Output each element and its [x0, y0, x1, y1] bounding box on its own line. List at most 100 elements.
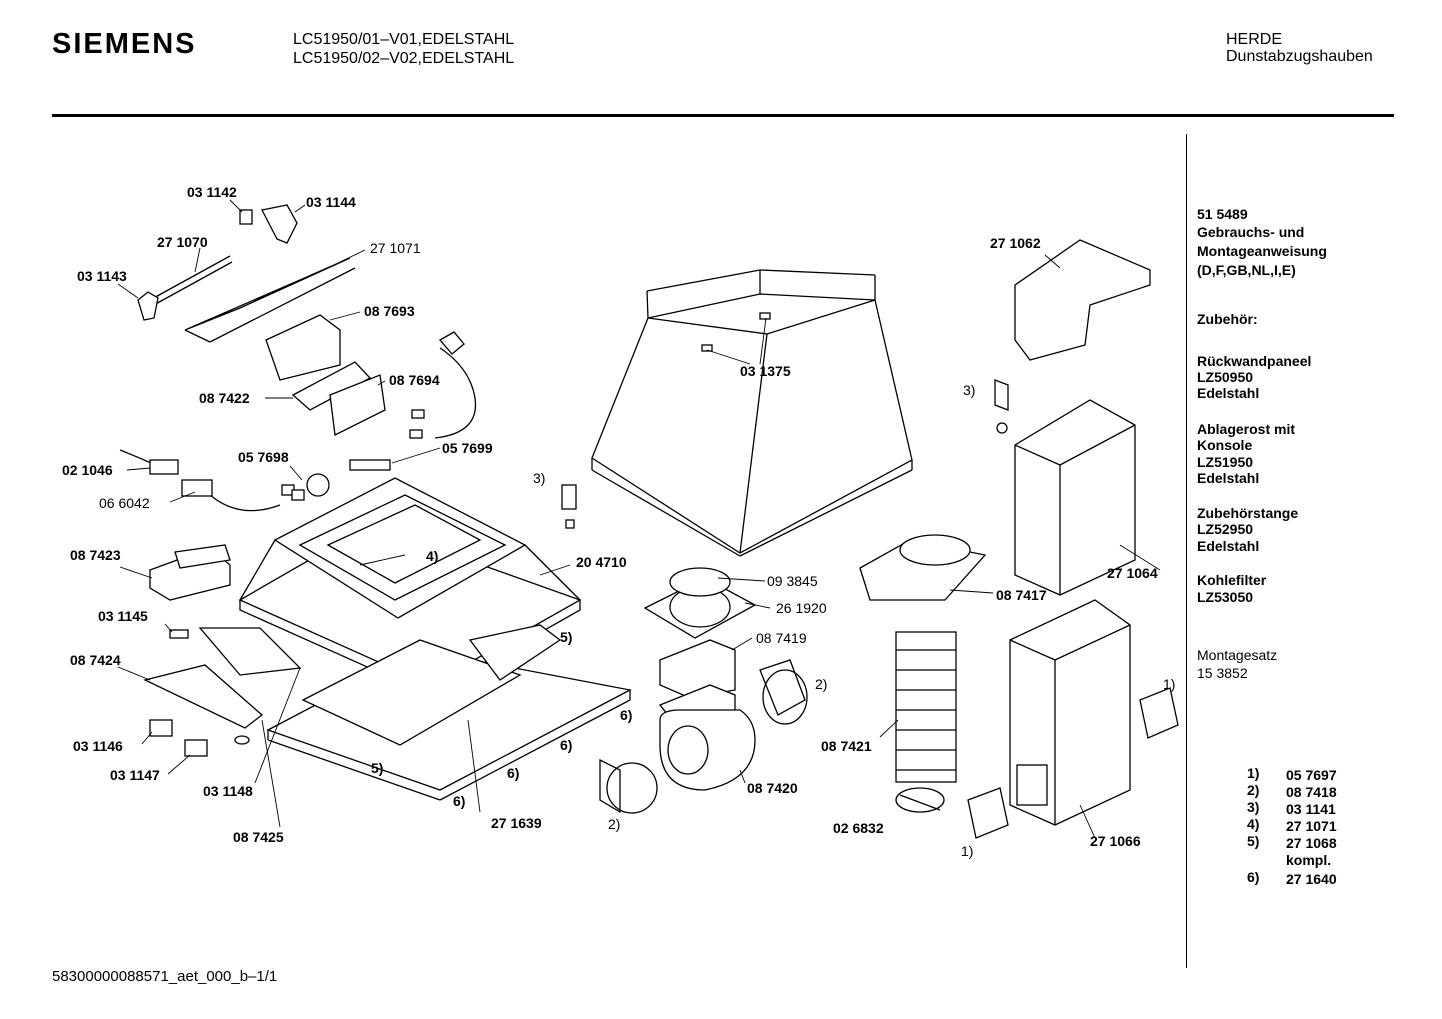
part-label: 03 1148	[203, 783, 253, 799]
part-label: 08 7424	[70, 652, 121, 668]
legend-value: 05 7697	[1286, 767, 1337, 783]
manual-number: 51 5489	[1197, 206, 1248, 222]
part-label: 08 7422	[199, 390, 250, 406]
part-label: 03 1142	[187, 184, 237, 200]
legend-value: 27 1640	[1286, 871, 1337, 887]
model-line-1: LC51950/01–V01,EDELSTAHL	[293, 31, 515, 48]
legend-index: 4)	[1247, 816, 1260, 832]
lamp-assembly	[137, 204, 356, 343]
part-label: 3)	[533, 470, 546, 486]
manual-title-2: Montageanweisung	[1197, 243, 1327, 259]
part-label: 4)	[426, 548, 439, 564]
part-label: 03 1375	[740, 363, 791, 379]
sidebar-divider	[1186, 134, 1187, 968]
part-label: 05 7698	[238, 449, 289, 465]
legend-index: 6)	[1247, 869, 1260, 885]
part-label: 27 1062	[990, 235, 1041, 251]
part-label: 2)	[608, 816, 621, 832]
leader-lines	[117, 199, 1161, 839]
part-label: 08 7423	[70, 547, 121, 563]
part-label: 08 7694	[389, 372, 440, 388]
subcategory: Dunstabzugshauben	[1226, 48, 1373, 65]
header-rule	[52, 114, 1394, 117]
legend-value: kompl.	[1286, 852, 1332, 868]
part-label: 08 7421	[821, 738, 872, 754]
part-label: 27 1064	[1107, 565, 1158, 581]
control-box	[265, 314, 425, 439]
mounting-kit-label: Montagesatz	[1197, 647, 1278, 663]
part-label: 27 1071	[370, 240, 421, 256]
blower	[599, 659, 808, 814]
power-cords	[119, 331, 477, 512]
part-label: 03 1144	[306, 194, 356, 210]
hood-canopy	[591, 269, 913, 557]
category: HERDE	[1226, 31, 1283, 48]
part-label: 27 1639	[491, 815, 542, 831]
part-label: 27 1066	[1090, 833, 1141, 849]
chimney	[994, 239, 1151, 826]
accessories-heading: Zubehör:	[1197, 311, 1258, 327]
accessory-line: Edelstahl	[1197, 385, 1260, 401]
part-label: 08 7693	[364, 303, 415, 319]
part-label: 06 6042	[99, 495, 150, 511]
part-label: 6)	[620, 707, 633, 723]
part-label: 03 1146	[73, 738, 123, 754]
damper-flange	[643, 567, 757, 699]
document-id: 58300000088571_aet_000_b–1/1	[52, 968, 278, 985]
part-label: 20 4710	[576, 554, 627, 570]
reducer	[859, 534, 987, 601]
accessory-line: LZ50950	[1197, 369, 1254, 385]
legend-value: 27 1071	[1286, 818, 1337, 834]
accessory-line: LZ52950	[1197, 521, 1254, 537]
accessory-line: Edelstahl	[1197, 538, 1260, 554]
legend-index: 5)	[1247, 833, 1260, 849]
part-label: 08 7425	[233, 829, 284, 845]
legend-index: 3)	[1247, 799, 1260, 815]
part-label: 5)	[560, 629, 573, 645]
part-label: 03 1145	[98, 608, 148, 624]
brand-logo: SIEMENS	[52, 28, 197, 60]
manual-title-1: Gebrauchs- und	[1197, 224, 1305, 240]
part-label: 08 7420	[747, 780, 798, 796]
grease-filters	[266, 624, 632, 801]
part-label: 09 3845	[767, 573, 818, 589]
flex-hose	[895, 631, 957, 813]
mounting-kit-number: 15 3852	[1197, 665, 1248, 681]
part-label: 3)	[963, 382, 976, 398]
part-label: 03 1143	[77, 268, 127, 284]
part-label: 27 1070	[157, 234, 208, 250]
accessory-line: Kohlefilter	[1197, 572, 1267, 588]
manual-languages: (D,F,GB,NL,I,E)	[1197, 262, 1296, 278]
accessory-line: Konsole	[1197, 437, 1253, 453]
legend-value: 03 1141	[1286, 801, 1336, 817]
accessory-line: LZ51950	[1197, 454, 1254, 470]
vent-grilles	[899, 687, 1179, 839]
part-label: 1)	[961, 843, 974, 859]
legend-value: 08 7418	[1286, 784, 1337, 800]
part-label: 05 7699	[442, 440, 493, 456]
part-label: 02 1046	[62, 462, 113, 478]
part-label: 08 7419	[756, 630, 807, 646]
part-label: 08 7417	[996, 587, 1047, 603]
part-label: 2)	[815, 676, 828, 692]
part-label: 03 1147	[110, 767, 160, 783]
legend-index: 2)	[1247, 782, 1260, 798]
accessory-line: Rückwandpaneel	[1197, 353, 1312, 369]
part-label: 6)	[560, 737, 573, 753]
legend-index: 1)	[1247, 765, 1260, 781]
part-label: 26 1920	[776, 600, 827, 616]
part-label: 02 6832	[833, 820, 884, 836]
accessory-line: Edelstahl	[1197, 470, 1260, 486]
accessory-line: LZ53050	[1197, 589, 1254, 605]
accessory-line: Zubehörstange	[1197, 505, 1299, 521]
left-parts	[143, 544, 302, 757]
legend-value: 27 1068	[1286, 835, 1337, 851]
part-label: 6)	[507, 765, 520, 781]
part-label: 6)	[453, 793, 466, 809]
part-label: 1)	[1163, 676, 1176, 692]
part-label: 5)	[371, 760, 384, 776]
model-line-2: LC51950/02–V02,EDELSTAHL	[293, 50, 515, 67]
accessory-line: Ablagerost mit	[1197, 421, 1296, 437]
screw-bracket	[561, 484, 577, 529]
